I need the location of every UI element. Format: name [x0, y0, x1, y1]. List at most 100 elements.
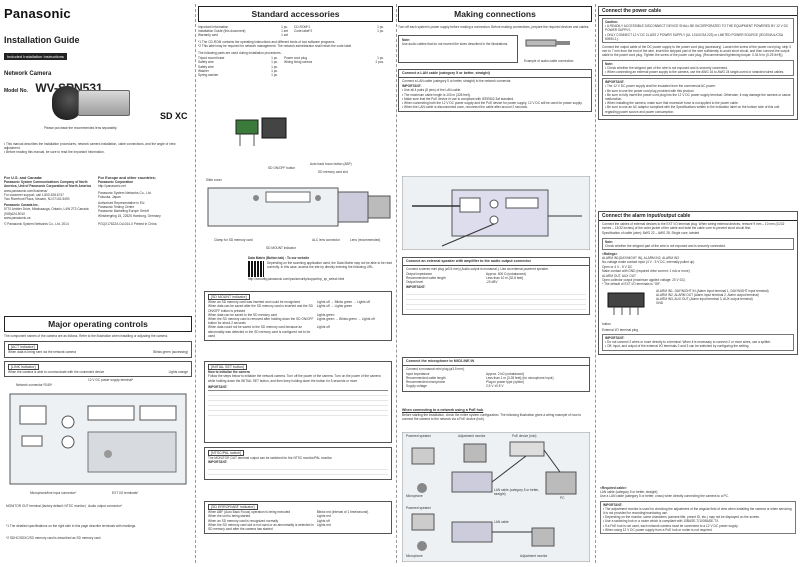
adjust-important-line: • If a PoE hub is not used, each network…: [603, 523, 739, 528]
power-important-line: • The 12 V DC power supply shall be insu…: [605, 84, 716, 89]
amp-text: Connect a stereo mini plug (ø3.5 mm) (Au…: [406, 266, 549, 271]
link-indicator-tag: [LINK indicator]: [8, 363, 39, 370]
us-address: Two Riverfront Plaza, Newark, NJ 07102-5…: [4, 197, 70, 202]
alarm-input-spec: No-voltage make contact input (4 V - 5 V…: [602, 260, 695, 265]
lan-text: Connect a LAN cable (category 5 or bette…: [402, 79, 512, 83]
eu-city: Fukuoka, Japan: [98, 194, 121, 199]
adjustment-important: IMPORTANT: • The adjustment monitor is u…: [600, 500, 796, 535]
poe-wiring-diagram: [402, 432, 590, 562]
eu-url[interactable]: http://panasonic.net: [98, 184, 126, 189]
rear-audio-jack: [489, 215, 499, 225]
lens-outline: [367, 195, 391, 219]
sd-slot-cover: [265, 191, 311, 203]
standard-accessories-heading: Standard accessories: [198, 6, 393, 22]
contacts-us: For U.S. and Canada: Panasonic System Co…: [4, 176, 94, 226]
alarm-out-heading: ALARM OUT, AUX OUT: [602, 274, 637, 279]
guide-title: Installation Guide: [4, 35, 80, 45]
camera-body: [78, 90, 130, 116]
major-controls-intro: The component names of the camera are as…: [4, 334, 168, 338]
sd-mount-row: When data can be saved to the SD memory …: [208, 312, 335, 317]
accessory-parts-illustration: [235, 117, 287, 146]
sd-mount-row: When an SD memory card was inserted and …: [208, 300, 371, 305]
sd-slot-label: SD memory card slot: [318, 170, 348, 174]
poe-label-hub: PoE device (hub): [512, 434, 537, 438]
poe-label-lan: LAN cable (category 5 or better, straigh…: [494, 488, 540, 497]
ca-url[interactable]: www.panasonic.ca: [4, 215, 31, 220]
microphone-icon-2: [417, 541, 427, 551]
guide-badge: Included Installation Instructions: [4, 53, 67, 60]
power-note-line: • When connecting an external power supp…: [605, 70, 785, 75]
data-matrix-url[interactable]: http://security.panasonic.com/pss/securi…: [248, 277, 345, 282]
poe-label-monitor: Adjustment monitor: [458, 434, 486, 438]
mic-title: Connect the microphone to MIC/LINE IN: [403, 358, 589, 366]
sd-mount-label: SD MOUNT indicator: [266, 246, 296, 250]
pc-icon: [545, 471, 577, 495]
accessory-note-2: *2 This label may be required for networ…: [198, 43, 353, 48]
lan-bullet: • The maximum cable length is 100 m {328…: [402, 92, 471, 97]
abf-button: [315, 195, 321, 201]
audio-plug-illustration: [525, 39, 570, 47]
mic-box: Connect the microphone to MIC/LINE IN Co…: [402, 357, 590, 392]
monitor-out-label: MONITOR OUT terminal (factory default: N…: [6, 504, 86, 508]
sd-error-tag: [SD ERROR/ABF indicator]: [208, 504, 258, 511]
amp-important-text: [406, 289, 586, 310]
microphone-icon: [417, 483, 427, 493]
audio-output-label: Audio output connector*: [88, 504, 123, 508]
alc-label: ALC lens connector: [312, 238, 340, 242]
required-cable-line: LAN cable (category 5 or better, straigh…: [600, 490, 658, 495]
power-cord-plug-icon: [235, 119, 259, 135]
lan-important: IMPORTANT: • Use all 4 pairs (8 pins) of…: [399, 84, 591, 111]
alarm-heading: Connect the alarm input/output cable: [599, 212, 797, 221]
adjust-important-line: • When using 12 V DC power supply from a…: [603, 527, 713, 532]
caution-line: • ONLY CONNECT 12 V DC CLASS 2 POWER SUP…: [605, 32, 783, 41]
ca-company: Panasonic Canada Inc.: [4, 203, 39, 208]
copyright: © Panasonic System Networks Co., Ltd. 20…: [4, 222, 69, 227]
ntsc-pal-important-text: [208, 464, 388, 477]
ntsc-pal-important: IMPORTANT:: [208, 460, 228, 465]
ntsc-pal-box: [NTSC/PAL switch] The MONITOR OUT termin…: [204, 447, 392, 480]
print-code: PGQX1762ZA Cs1014-0 Printed in China: [98, 221, 157, 226]
us-url[interactable]: www.panasonic.com/business/: [4, 188, 48, 193]
accessory-item: Installation Guide (this document)1 set: [198, 29, 288, 34]
power-terminal-label: 12 V DC power supply terminal*: [88, 378, 134, 382]
data-matrix-code[interactable]: [248, 261, 264, 278]
camera-caption: Please purchase the recommended lens sep…: [44, 126, 118, 130]
initial-set-important: IMPORTANT:: [208, 384, 228, 389]
poe-label-monitor-2: Adjustment monitor: [520, 554, 548, 558]
note-bullet: • Before reading this manual, be sure to…: [4, 150, 105, 155]
alarm-box: Connect the alarm input/output cable Con…: [598, 211, 798, 355]
power-cable-box: Connect the power cable Caution: • A REA…: [598, 6, 798, 120]
audio-cable-example-label: Example of audio cable connection: [524, 59, 574, 64]
camera-icon-2: [451, 521, 493, 543]
left-column: Panasonic Installation Guide Included In…: [4, 6, 192, 97]
link-indicator-state: Lights orange: [168, 369, 188, 374]
sd-mount-row: When the SD memory card is removed after…: [208, 317, 375, 326]
amp-speaker-box: Connect an external speaker with amplifi…: [402, 257, 590, 316]
alarm-important-line: • Do not connect 2 wires or more directl…: [605, 340, 771, 345]
initial-set-important-text: [208, 390, 388, 419]
rj45-port: [19, 405, 47, 425]
ext-io-label: EXT I/O terminals*: [112, 491, 139, 495]
required-cable-line: Use a LAN cable (category 5 or better, c…: [600, 494, 729, 499]
ca-address: 5770 Ambler Drive, Mississauga, Ontario,…: [4, 207, 89, 212]
alarm-on: Make contact with GND (required drive cu…: [602, 268, 690, 273]
poe-title: When connecting to a network using a PoE…: [402, 408, 484, 412]
power-note-line: • Check whether the stripped part of the…: [605, 65, 728, 70]
note-bullet: • This manual describes the installation…: [4, 142, 176, 151]
initial-set-tag: [INITIAL SET button]: [208, 364, 247, 371]
eu-sub: Panasonic System Networks Co., Ltd.: [98, 190, 152, 195]
alarm-open: Open or 4 V - 5 V DC: [602, 264, 633, 269]
us-support: For customer support, call 1.800.528.674…: [4, 192, 64, 197]
initial-set-box: [INITIAL SET button] How to initialize t…: [204, 361, 392, 443]
lan-bullet: • When connecting both the 12 V DC power…: [402, 101, 583, 106]
footnote-1: *1 The detailed specifications on the ri…: [6, 524, 137, 528]
alarm-in-heading: ALARM IN1(DAY/NIGHT IN), ALARM IN2, ALAR…: [602, 256, 679, 261]
